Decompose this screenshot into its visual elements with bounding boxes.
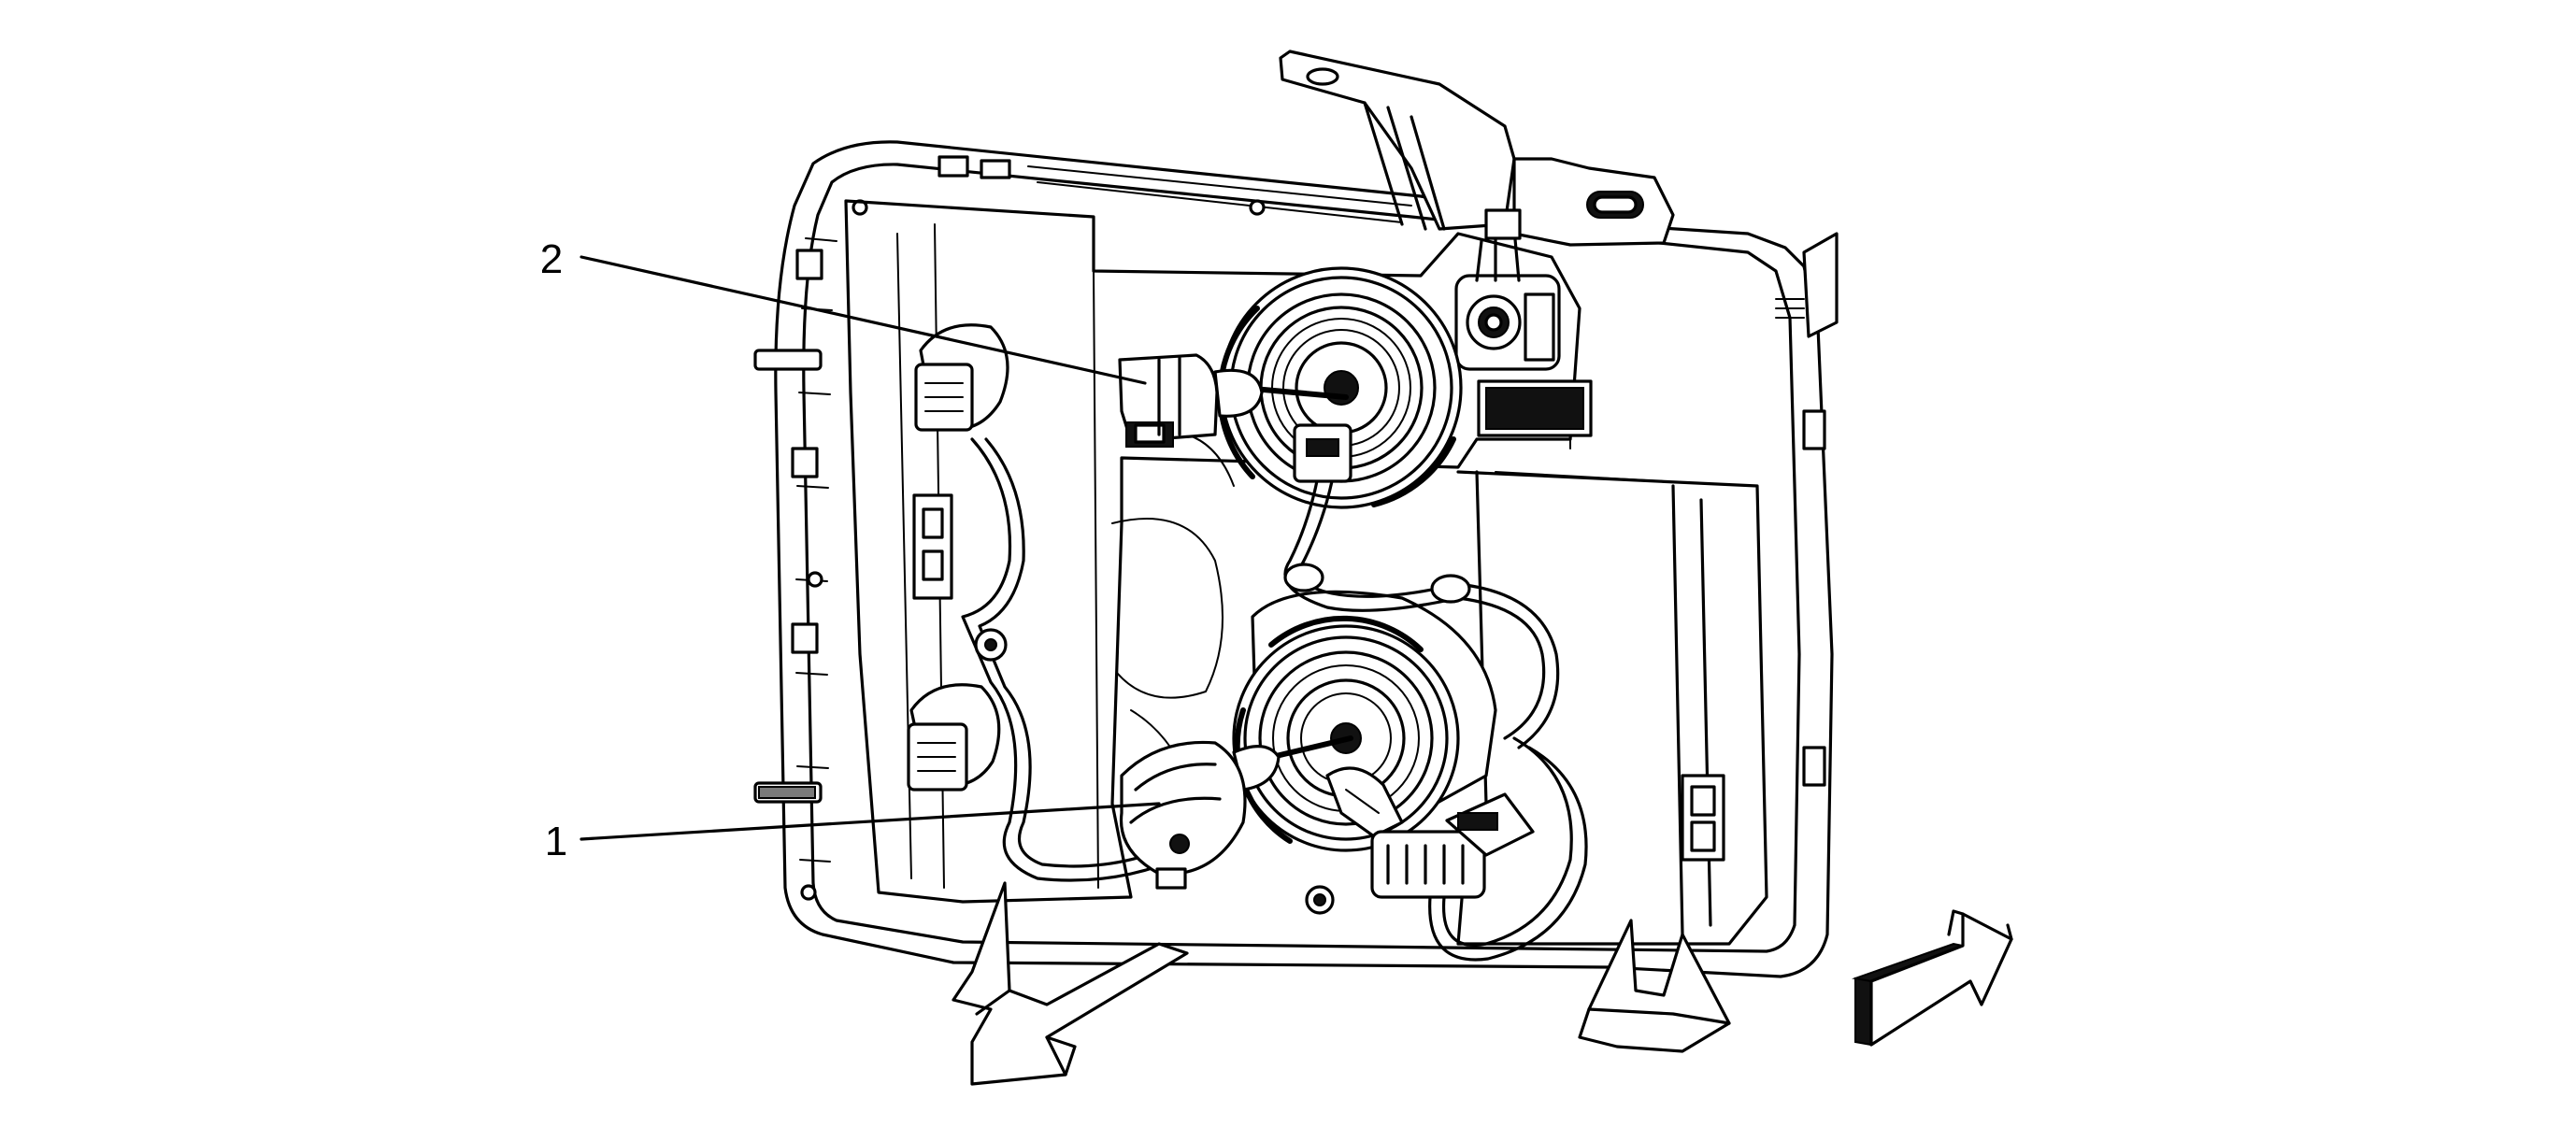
callout-2: 2 — [540, 236, 1147, 385]
callout-1-label: 1 — [545, 819, 567, 864]
leveling-adjuster — [1454, 208, 1561, 371]
callout-1: 1 — [545, 802, 1161, 864]
headlamp-housing — [753, 140, 1839, 978]
bulb-2 — [1118, 353, 1352, 483]
lower-mounting-brackets — [952, 881, 1731, 1086]
wiring-harness — [907, 323, 1588, 962]
callout-2-label: 2 — [540, 236, 563, 282]
forward-direction-arrow-icon — [1852, 909, 2013, 1047]
bulb-1 — [1119, 735, 1535, 899]
top-mounting-bracket — [1279, 50, 1675, 247]
